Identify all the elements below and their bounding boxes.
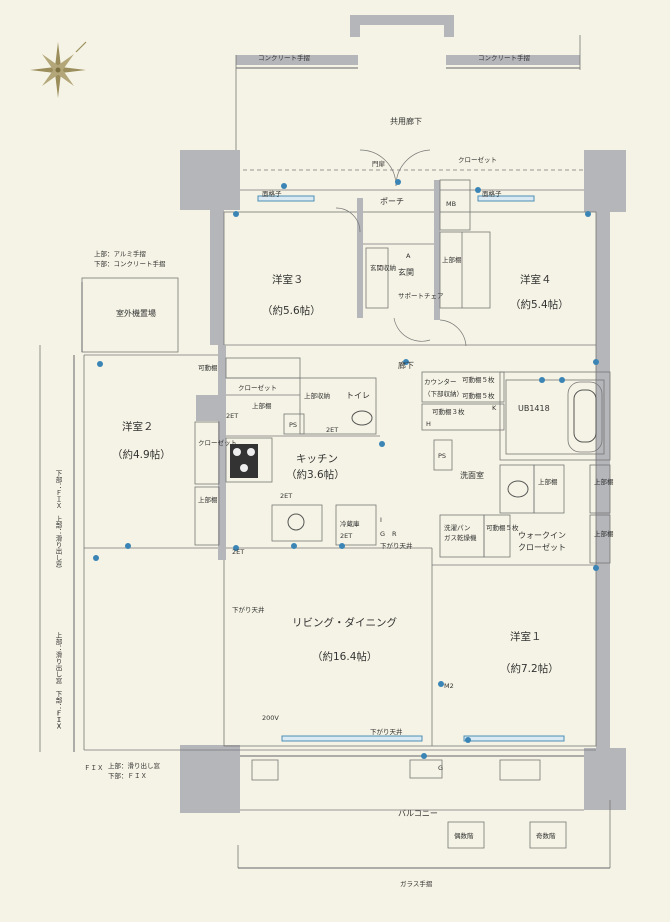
label-common-corridor: 共用廊下 <box>390 116 422 126</box>
label-entrance: 玄関 <box>398 267 414 277</box>
label-fix-v: ＦＩＸ <box>54 710 62 730</box>
mark-2et-1: 2ET <box>326 426 338 434</box>
label-counter: カウンター <box>424 377 457 386</box>
label-glass-rail: ガラス手摺 <box>400 879 433 888</box>
label-hallway: 廊下 <box>398 360 414 370</box>
mark-200v: 200V <box>262 714 279 722</box>
label-ps1: PS <box>289 421 297 429</box>
label-closet-h: クローゼット <box>238 383 277 392</box>
label-upper-shelf-w2: 上部棚 <box>594 477 614 486</box>
mark-k: K <box>492 404 497 412</box>
label-washroom: 洗面室 <box>460 470 484 480</box>
room-kitchen-size: （約3.6帖） <box>286 468 345 481</box>
label-lowered-ceiling2: 下がり天井 <box>232 605 265 614</box>
room-western2-name: 洋室２ <box>122 420 154 433</box>
label-slide-fix-bottom1: 上部：滑り出し窓 <box>108 761 161 770</box>
room-western2-size: （約4.9帖） <box>112 448 171 461</box>
room-western4-size: （約5.4帖） <box>510 298 569 311</box>
label-laundry: 洗濯パン <box>444 523 470 532</box>
label-gas-dryer: ガス乾燥機 <box>444 533 477 542</box>
compass-icon <box>30 41 87 98</box>
label-mb: MB <box>446 200 456 208</box>
label-movable-shelf-5a: 可動棚５枚 <box>462 375 495 384</box>
room-living-name: リビング・ダイニング <box>292 616 397 629</box>
label-lowered-ceiling3: 下がり天井 <box>370 727 403 736</box>
label-gate-door: 門扉 <box>372 159 386 168</box>
label-fix-bottom: ＦＩＸ <box>84 764 104 772</box>
label-movable-shelf-3: 可動棚３枚 <box>432 407 465 416</box>
washbasin-icon <box>507 480 529 498</box>
fixture-markers <box>93 179 599 759</box>
sink-icon <box>287 513 305 531</box>
label-upper-shelf-h: 上部棚 <box>252 401 272 410</box>
label-movable-shelf-5c: 可動棚５枚 <box>486 523 519 532</box>
room-western3-name: 洋室３ <box>272 273 304 286</box>
bathtub-icon <box>573 389 597 443</box>
label-ps2: PS <box>438 452 446 460</box>
mark-2et-4: 2ET <box>340 532 352 540</box>
label-porch: ポーチ <box>380 197 404 206</box>
mark-a: A <box>406 252 411 260</box>
label-fridge: 冷蔵庫 <box>340 519 360 528</box>
label-ub: UB1418 <box>518 404 550 413</box>
label-upper-storage: 上部収納 <box>304 391 330 400</box>
label-lower-concrete: 下部：コンクリート手摺 <box>94 259 166 268</box>
mark-i: I <box>380 516 382 524</box>
label-fix-slide-left: 下部：ＦＩＸ 上部：滑り出し窓 <box>54 470 62 568</box>
label-walkin-1: ウォークイン <box>518 531 566 540</box>
label-balcony: バルコニー <box>398 809 438 818</box>
label-reserve2: 奇数階 <box>536 831 556 840</box>
room-western1-size: （約7.2帖） <box>500 662 559 675</box>
label-concrete-rail-left: コンクリート手摺 <box>258 53 311 62</box>
mark-h: H <box>426 420 431 428</box>
label-concrete-rail-right: コンクリート手摺 <box>478 53 531 62</box>
mark-g-bottom: G <box>438 764 443 772</box>
mark-2et-3: 2ET <box>280 492 292 500</box>
label-upper-shelf-w1: 上部棚 <box>538 477 558 486</box>
mark-m2: M2 <box>444 682 454 690</box>
mark-2et-2: 2ET <box>226 412 238 420</box>
mark-r: R <box>392 530 397 538</box>
label-upper-shelf-w2b: 上部棚 <box>198 495 218 504</box>
room-living-size: （約16.4帖） <box>312 650 377 663</box>
label-lattice-left: 面格子 <box>262 189 282 198</box>
label-entrance-storage: 玄関収納 <box>370 263 396 272</box>
label-movable-shelf-5b: 可動棚５枚 <box>462 391 495 400</box>
toilet-icon <box>351 410 373 426</box>
label-lowered-ceiling1: 下がり天井 <box>380 541 413 550</box>
label-toilet: トイレ <box>346 391 370 400</box>
label-upper-shelf-v1: 上部棚 <box>442 255 462 264</box>
label-reserve1: 偶数階 <box>454 831 474 840</box>
label-slide-fix-bottom2: 下部：ＦＩＸ <box>108 771 147 780</box>
label-slide-fix-left: 上部：滑り出し窓 下部：ＦＩＸ <box>54 631 62 730</box>
label-closet-v1: クローゼット <box>458 155 497 164</box>
label-upper-shelf-w3: 上部棚 <box>594 529 614 538</box>
label-closet-w2: クローゼット <box>198 438 237 447</box>
mark-g: G <box>380 530 385 538</box>
label-counter-sub: （下部収納） <box>424 389 463 398</box>
label-support-chair: サポートチェア <box>398 292 444 300</box>
label-upper-alum: 上部：アルミ手摺 <box>94 249 146 258</box>
room-western4-name: 洋室４ <box>520 273 552 286</box>
stove-icon <box>230 444 258 478</box>
mark-2et-5: 2ET <box>232 548 244 556</box>
room-western1-name: 洋室１ <box>510 630 542 643</box>
label-movable-shelf: 可動棚 <box>198 363 218 372</box>
room-western3-size: （約5.6帖） <box>262 304 321 317</box>
label-walkin-2: クローゼット <box>518 542 566 552</box>
label-outdoor-unit: 室外機置場 <box>116 308 156 318</box>
label-lattice-right: 面格子 <box>482 189 502 198</box>
room-kitchen-name: キッチン <box>296 453 338 465</box>
